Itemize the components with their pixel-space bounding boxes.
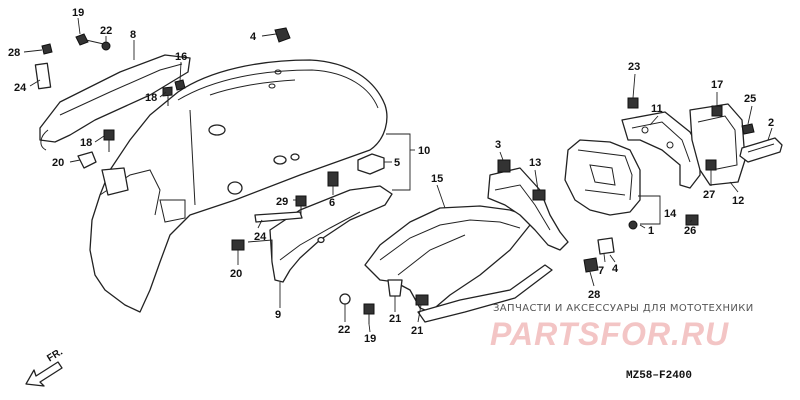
callout: 8 xyxy=(130,29,136,41)
callout: 29 xyxy=(276,196,288,208)
watermark-tagline: ЗАПЧАСТИ И АКСЕССУАРЫ ДЛЯ МОТОТЕХНИКИ xyxy=(493,303,754,314)
callout: 20 xyxy=(52,157,64,169)
callout: 20 xyxy=(230,268,242,280)
callout: 2 xyxy=(768,117,774,129)
callout: 9 xyxy=(275,309,281,321)
callout: 17 xyxy=(711,79,723,91)
diagram-code: MZ58–F2400 xyxy=(626,370,693,382)
part-tail-housing xyxy=(564,139,641,216)
callout: 18 xyxy=(80,137,92,149)
callout: 5 xyxy=(394,157,400,169)
callout: 14 xyxy=(664,208,677,220)
watermark-brand: PARTSFOR.RU xyxy=(490,316,730,352)
callout: 12 xyxy=(732,195,744,207)
callout: 21 xyxy=(389,313,401,325)
callout: 23 xyxy=(628,61,640,73)
callout: 7 xyxy=(598,265,604,277)
callout: 10 xyxy=(418,145,430,157)
callout: 4 xyxy=(250,31,257,43)
callout: 24 xyxy=(254,231,267,243)
callout: 25 xyxy=(744,93,756,105)
callout: 19 xyxy=(364,333,376,345)
callout: 3 xyxy=(495,139,501,151)
callout-labels: 19 22 8 28 24 18 20 16 18 4 10 5 6 29 24… xyxy=(8,7,774,345)
callout: 16 xyxy=(175,51,187,63)
part-reflector xyxy=(739,137,783,163)
front-arrow xyxy=(25,361,63,387)
callout: 4 xyxy=(612,263,619,275)
callout: 27 xyxy=(703,189,715,201)
callout: 18 xyxy=(145,92,157,104)
callout: 24 xyxy=(14,82,27,94)
callout: 28 xyxy=(8,47,20,59)
callout: 11 xyxy=(651,103,663,115)
callout: 26 xyxy=(684,225,696,237)
hardware xyxy=(34,27,755,324)
part-mount-bracket xyxy=(621,111,701,189)
part-strip-lower xyxy=(254,211,303,223)
callout: 6 xyxy=(329,197,335,209)
callout: 15 xyxy=(431,173,443,185)
leader-lines xyxy=(23,17,773,333)
callout: 22 xyxy=(100,25,112,37)
callout: 21 xyxy=(411,325,423,337)
part-cover-plate xyxy=(357,153,385,175)
callout: 13 xyxy=(529,157,541,169)
callout: 22 xyxy=(338,324,350,336)
part-inner-fender xyxy=(364,205,531,313)
callout: 28 xyxy=(588,289,600,301)
callout: 19 xyxy=(72,7,84,19)
part-grab-rail xyxy=(39,54,191,143)
callout: 1 xyxy=(648,225,654,237)
